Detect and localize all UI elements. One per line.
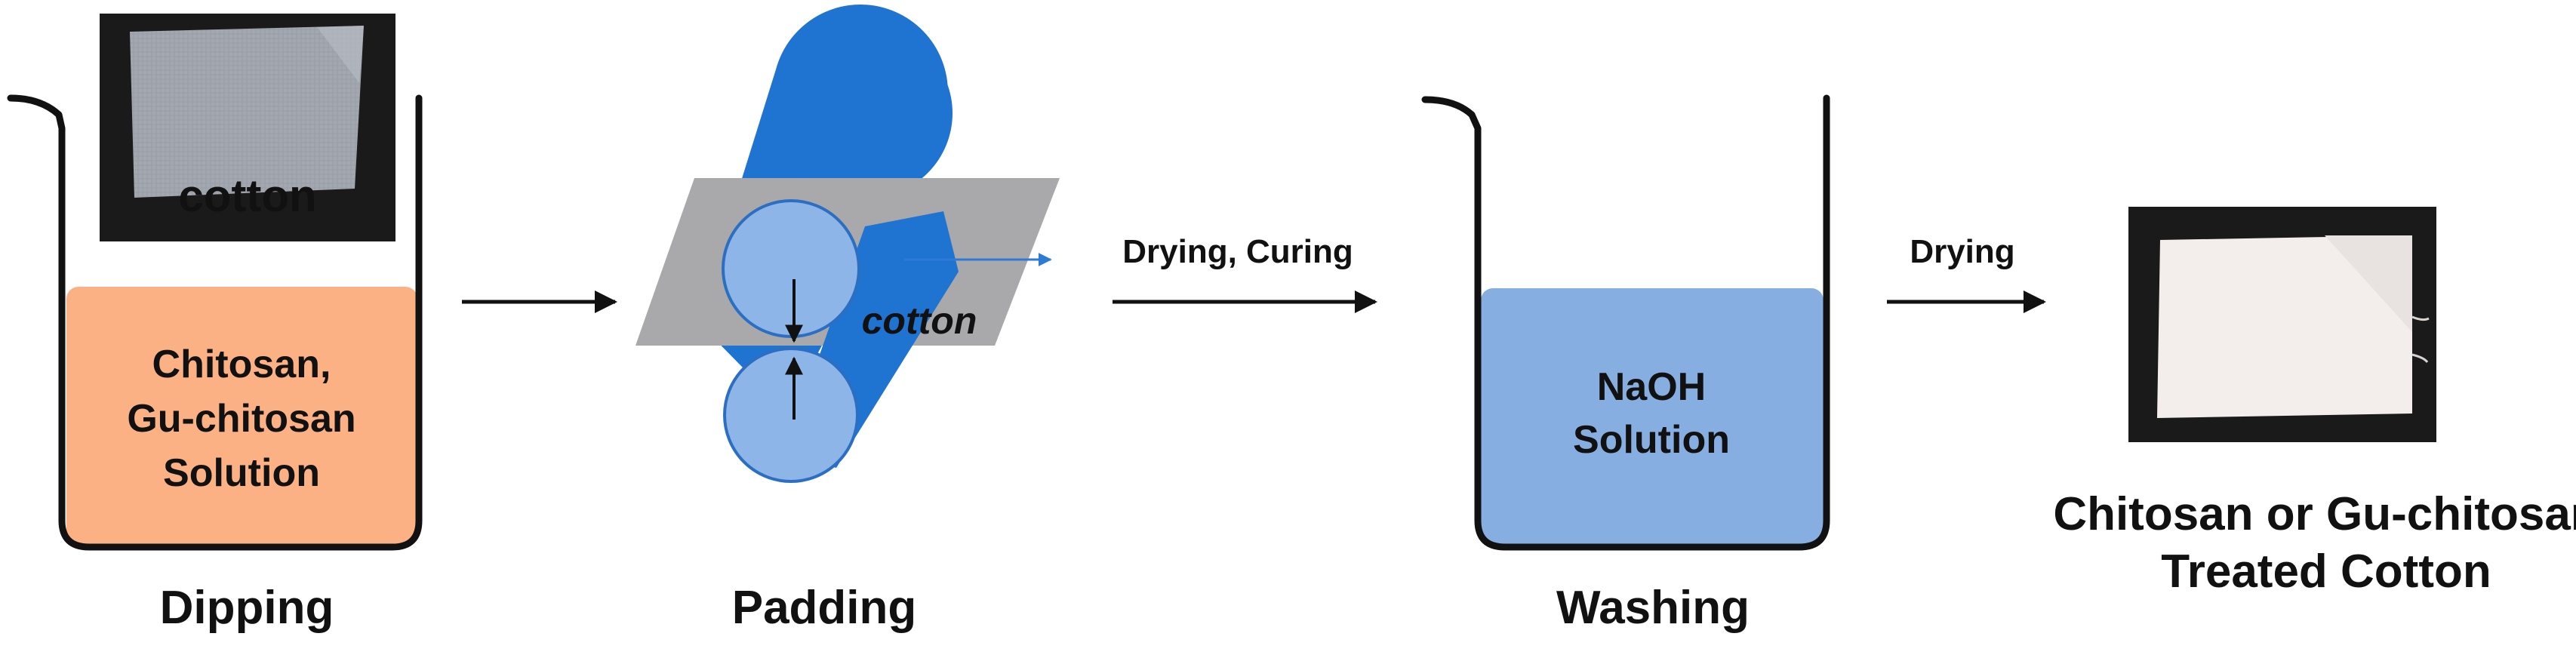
dipping-solution-line-3: Solution	[163, 451, 320, 495]
result-step: Chitosan or Gu-chitosan Treated Cotton	[2053, 207, 2576, 598]
result-label-line-1: Chitosan or Gu-chitosan	[2053, 488, 2576, 540]
dipping-solution-line-1: Chitosan,	[152, 343, 331, 386]
dipping-solution-line-2: Gu-chitosan	[127, 397, 355, 441]
washing-step-label: Washing	[1556, 582, 1750, 634]
padding-step-label: Padding	[732, 582, 917, 634]
washing-step: NaOH Solution Washing	[1421, 94, 1830, 634]
washing-beaker	[1421, 94, 1830, 551]
dipping-step: cotton Chitosan, Gu-chitosan Solution Di…	[7, 14, 423, 634]
washing-solution-line-2: Solution	[1573, 418, 1730, 462]
chitosan-solution	[66, 287, 417, 545]
result-label-line-2: Treated Cotton	[2161, 546, 2491, 598]
dipping-fabric-label: cotton	[178, 171, 316, 221]
padding-step: cotton Padding	[636, 5, 1060, 634]
drying-label: Drying	[1910, 233, 2014, 270]
upper-roller-far-end	[783, 29, 953, 198]
treated-cotton-photo	[2128, 207, 2436, 442]
dipping-beaker	[7, 94, 423, 551]
dipping-step-label: Dipping	[160, 582, 334, 634]
cotton-photo	[100, 14, 395, 241]
washing-solution-line-1: NaOH	[1597, 365, 1706, 409]
naoh-solution	[1481, 288, 1824, 545]
drying-curing-label: Drying, Curing	[1122, 233, 1353, 270]
upper-roller-end-face	[722, 199, 860, 338]
padding-fabric-label: cotton	[862, 300, 977, 342]
lower-roller-end-face	[723, 347, 859, 483]
